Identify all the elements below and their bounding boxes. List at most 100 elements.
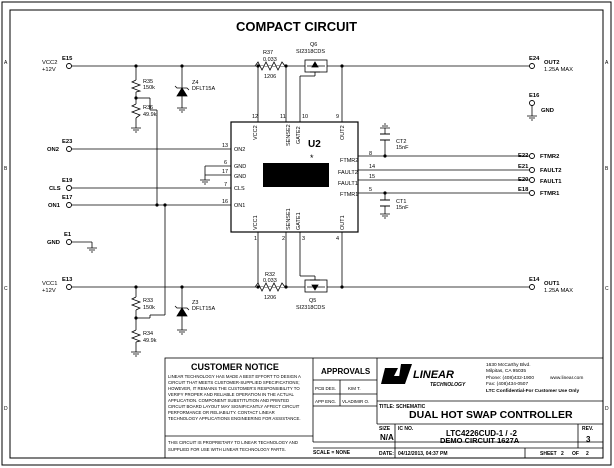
connector-e20: E20 FAULT1 bbox=[518, 177, 562, 185]
svg-text:DATE:: DATE: bbox=[379, 451, 394, 457]
pin-label: OUT2 bbox=[340, 125, 346, 140]
svg-text:DUAL HOT SWAP CONTROLLER: DUAL HOT SWAP CONTROLLER bbox=[409, 409, 573, 421]
connector-e19: E19 CLS bbox=[49, 178, 73, 192]
svg-text:PERFORMANCE OR RELIABILITY. CO: PERFORMANCE OR RELIABILITY. CONTACT LINE… bbox=[168, 410, 275, 415]
pin-label: FAULT2 bbox=[338, 170, 358, 176]
company-logo: LINEAR TECHNOLOGY bbox=[381, 364, 466, 388]
svg-text:E22: E22 bbox=[518, 153, 528, 159]
pin-label: ON1 bbox=[234, 203, 245, 209]
svg-text:LTC4226CUD-1 / -2: LTC4226CUD-1 / -2 bbox=[446, 429, 518, 438]
ic-u2: U2 * ON2 13 GND 6 GND 17 CLS 7 ON1 16 FT… bbox=[222, 114, 375, 242]
svg-text:FAULT2: FAULT2 bbox=[540, 168, 561, 174]
svg-text:FAULT1: FAULT1 bbox=[540, 179, 562, 185]
svg-text:OF: OF bbox=[572, 451, 579, 457]
svg-text:APPROVALS: APPROVALS bbox=[321, 367, 371, 376]
notice-title: CUSTOMER NOTICE bbox=[191, 362, 279, 372]
svg-text:CLS: CLS bbox=[49, 186, 61, 192]
connector-e18: E18 FTMR1 bbox=[518, 187, 560, 197]
pin-number: 13 bbox=[222, 143, 228, 149]
svg-text:VLADIMIR O.: VLADIMIR O. bbox=[342, 399, 369, 404]
resistor-r32: R32 0.033 1206 bbox=[254, 272, 286, 301]
pin-number: 9 bbox=[336, 114, 339, 120]
value-label: 15nF bbox=[396, 145, 409, 151]
svg-text:1.25A MAX: 1.25A MAX bbox=[544, 67, 573, 73]
drawing-info: SIZE N/A IC NO. LTC4226CUD-1 / -2 DEMO C… bbox=[313, 426, 594, 457]
value-label: 150k bbox=[143, 305, 155, 311]
value-label: 15nF bbox=[396, 205, 409, 211]
svg-text:N/A: N/A bbox=[380, 433, 394, 442]
value-label: 49.9k bbox=[143, 112, 157, 118]
svg-text:E23: E23 bbox=[62, 139, 73, 145]
logo-sub: TECHNOLOGY bbox=[430, 382, 466, 388]
svg-text:+12V: +12V bbox=[42, 67, 56, 73]
svg-text:TITLE: SCHEMATIC: TITLE: SCHEMATIC bbox=[379, 404, 426, 410]
title-block bbox=[164, 357, 604, 459]
customer-notice: CUSTOMER NOTICE LINEAR TECHNOLOGY HAS MA… bbox=[168, 362, 301, 452]
connector-e13: E13 VCC1 +12V bbox=[42, 277, 73, 294]
value-label: 0.033 bbox=[263, 57, 277, 63]
pin-label: FTMR2 bbox=[340, 158, 358, 164]
svg-text:APP ENG.: APP ENG. bbox=[315, 399, 336, 404]
pin-number: 7 bbox=[224, 182, 227, 188]
connector-e15: E15 VCC2 +12V bbox=[42, 56, 73, 73]
pin-label: VCC1 bbox=[253, 215, 259, 230]
svg-text:OUT2: OUT2 bbox=[544, 60, 559, 66]
svg-text:GND: GND bbox=[47, 240, 60, 246]
terminals bbox=[66, 63, 535, 290]
ref-label: Q6 bbox=[310, 42, 317, 48]
svg-text:SIZE: SIZE bbox=[379, 426, 391, 432]
part-label: DFLT15A bbox=[192, 86, 215, 92]
svg-text:E18: E18 bbox=[518, 187, 529, 193]
ref-label: CT2 bbox=[396, 139, 406, 145]
pin-label: OUT1 bbox=[340, 215, 346, 230]
pin-label: ON2 bbox=[234, 147, 245, 153]
resistor-r37: R37 0.033 1206 bbox=[254, 50, 286, 80]
zone-letter: C bbox=[4, 286, 8, 292]
connector-e1: E1 GND bbox=[47, 232, 72, 246]
pin-number: 1 bbox=[254, 236, 257, 242]
svg-text:OUT1: OUT1 bbox=[544, 281, 560, 287]
junction-dots bbox=[134, 64, 387, 320]
svg-text:DEMO CIRCUIT 1627A: DEMO CIRCUIT 1627A bbox=[440, 436, 520, 445]
package-label: 1206 bbox=[264, 295, 276, 301]
pin-number: 11 bbox=[280, 114, 286, 120]
svg-text:VERIFY PROPER AND RELIABLE OPE: VERIFY PROPER AND RELIABLE OPERATION IN … bbox=[168, 392, 294, 397]
svg-text:LTC Confidential-For Customer: LTC Confidential-For Customer Use Only bbox=[486, 388, 580, 394]
ref-label: CT1 bbox=[396, 199, 406, 205]
svg-text:GND: GND bbox=[541, 108, 554, 114]
ground-symbols bbox=[87, 107, 537, 357]
zone-letter: D bbox=[4, 406, 8, 412]
mosfet-q5: Q5 SI2318CDS bbox=[296, 279, 328, 311]
ref-label: R35 bbox=[143, 79, 153, 85]
part-label: SI2318CDS bbox=[296, 305, 325, 311]
connector-e24: E24 OUT2 1.25A MAX bbox=[529, 56, 573, 73]
company-info: 1630 McCarthy Blvd. Milpitas, CA 95035 P… bbox=[486, 362, 583, 394]
pin-number: 10 bbox=[302, 114, 308, 120]
svg-text:APPLICATION. COMPONENT SUBSTIT: APPLICATION. COMPONENT SUBSTITUTION AND … bbox=[168, 398, 289, 403]
zone-letter: D bbox=[605, 406, 609, 412]
svg-text:KIM T.: KIM T. bbox=[348, 386, 361, 391]
svg-text:E13: E13 bbox=[62, 277, 73, 283]
pin-label: SENSE2 bbox=[286, 124, 292, 146]
svg-text:E21: E21 bbox=[518, 164, 529, 170]
svg-text:VCC1: VCC1 bbox=[42, 281, 57, 287]
value-label: 0.033 bbox=[263, 278, 277, 284]
connector-e22: E22 FTMR2 bbox=[518, 153, 559, 160]
svg-text:04/12/2013, 04:37 PM: 04/12/2013, 04:37 PM bbox=[398, 451, 447, 457]
svg-text:VCC2: VCC2 bbox=[42, 60, 57, 66]
pin-label: SENSE1 bbox=[286, 208, 292, 230]
pin-label: GATE1 bbox=[296, 212, 302, 230]
pin-number: 8 bbox=[369, 151, 372, 157]
ref-label: R32 bbox=[265, 272, 275, 278]
svg-text:FTMR2: FTMR2 bbox=[540, 154, 559, 160]
pin-number: 2 bbox=[282, 236, 285, 242]
logo-wordmark: LINEAR bbox=[413, 369, 454, 381]
ref-label: R36 bbox=[143, 105, 153, 111]
